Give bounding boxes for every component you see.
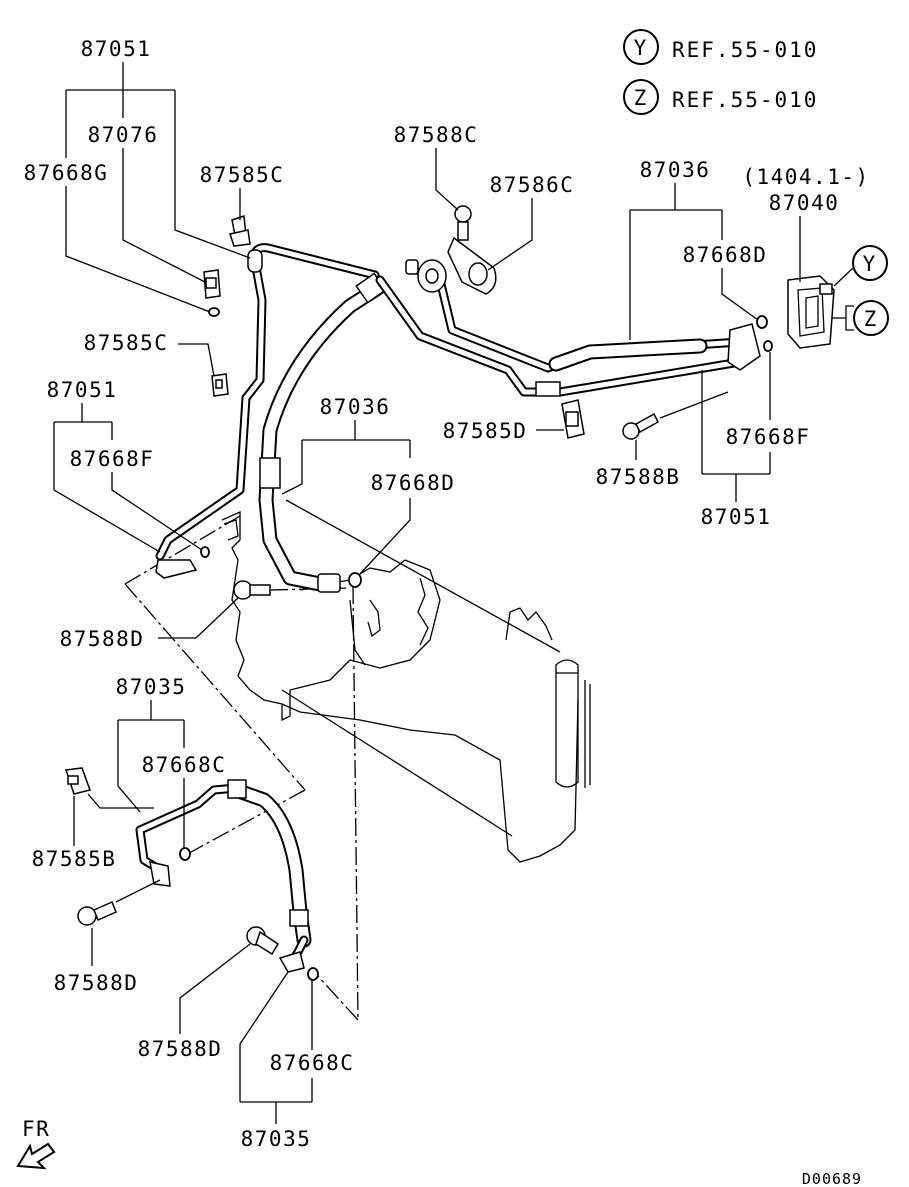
- label-87585c-mid: 87585C: [84, 331, 169, 355]
- pipe-87051-right: [375, 275, 761, 397]
- front-direction-indicator: FR: [16, 1117, 56, 1170]
- part-labels: 87051 87076 87668G 87585C 87588C 87586C …: [24, 37, 869, 1151]
- label-87668d-right: 87668D: [683, 243, 768, 267]
- label-87585d: 87585D: [443, 419, 528, 443]
- clip-87585d: [561, 399, 585, 439]
- clip-87585c-mid: [211, 373, 229, 397]
- ref-legend-z: Z REF.55-010: [623, 79, 818, 115]
- bolt-87588c: [454, 205, 472, 241]
- ref-y-text: REF.55-010: [672, 38, 818, 62]
- fr-label: FR: [22, 1117, 50, 1141]
- o-rings: [179, 307, 773, 981]
- pipe-87051-left: [155, 243, 380, 579]
- label-87585b: 87585B: [32, 847, 117, 871]
- label-87051-top: 87051: [81, 37, 152, 61]
- callout-y-letter: Y: [863, 252, 878, 276]
- fr-arrow-icon: [16, 1142, 56, 1170]
- label-87036-mid: 87036: [320, 395, 391, 419]
- hose-87036: [258, 272, 387, 593]
- label-87668c-top: 87668C: [142, 753, 227, 777]
- label-87668g: 87668G: [24, 161, 109, 185]
- bolt-87588b: [622, 412, 659, 440]
- leader-lines: [53, 62, 801, 1124]
- label-87668c-bot: 87668C: [270, 1051, 355, 1075]
- valve-87076: [203, 269, 221, 299]
- ref-y-circle: [623, 29, 659, 65]
- callout-z: Z: [832, 300, 889, 336]
- label-87588c: 87588C: [394, 123, 479, 147]
- label-87668f-left: 87668F: [70, 447, 155, 471]
- receiver-drier: [555, 659, 591, 788]
- label-87040: 87040: [769, 191, 840, 215]
- label-87585c-top: 87585C: [200, 163, 285, 187]
- bolt-87588d-bot: [246, 926, 280, 956]
- label-87035-bot: 87035: [241, 1127, 312, 1151]
- label-87588b: 87588B: [596, 465, 681, 489]
- callout-y: Y: [833, 245, 888, 287]
- callout-z-letter: Z: [864, 307, 879, 331]
- label-date-range: (1404.1-): [742, 165, 869, 189]
- label-87051-right: 87051: [701, 505, 772, 529]
- ref-z-letter: Z: [634, 86, 649, 110]
- ref-z-text: REF.55-010: [672, 88, 818, 112]
- label-87035-top: 87035: [116, 675, 187, 699]
- ref-z-circle: [623, 79, 659, 115]
- hose-87035: [135, 779, 312, 973]
- evaporator-flange-87040: [787, 275, 835, 349]
- clip-87585c-top: [229, 214, 251, 247]
- ref-y-letter: Y: [634, 36, 649, 60]
- label-87036-top: 87036: [640, 158, 711, 182]
- clamp-87586c: [447, 236, 497, 295]
- condenser-frame: [281, 499, 561, 837]
- label-87051-left: 87051: [47, 378, 118, 402]
- label-87588d-low: 87588D: [54, 971, 139, 995]
- ref-legend-y: Y REF.55-010: [623, 29, 818, 65]
- label-87668d-mid: 87668D: [371, 471, 456, 495]
- clip-87585b: [64, 767, 91, 795]
- fitting-muffler: [405, 259, 447, 293]
- drawing-id: D00689: [802, 1170, 862, 1187]
- label-87668f-right: 87668F: [726, 425, 811, 449]
- label-87586c: 87586C: [490, 173, 575, 197]
- bolt-87588d-low: [77, 900, 117, 926]
- label-87076: 87076: [88, 123, 159, 147]
- label-87588d-mid: 87588D: [60, 627, 145, 651]
- bolt-87588d-mid: [233, 580, 271, 600]
- label-87588d-bot: 87588D: [138, 1037, 223, 1061]
